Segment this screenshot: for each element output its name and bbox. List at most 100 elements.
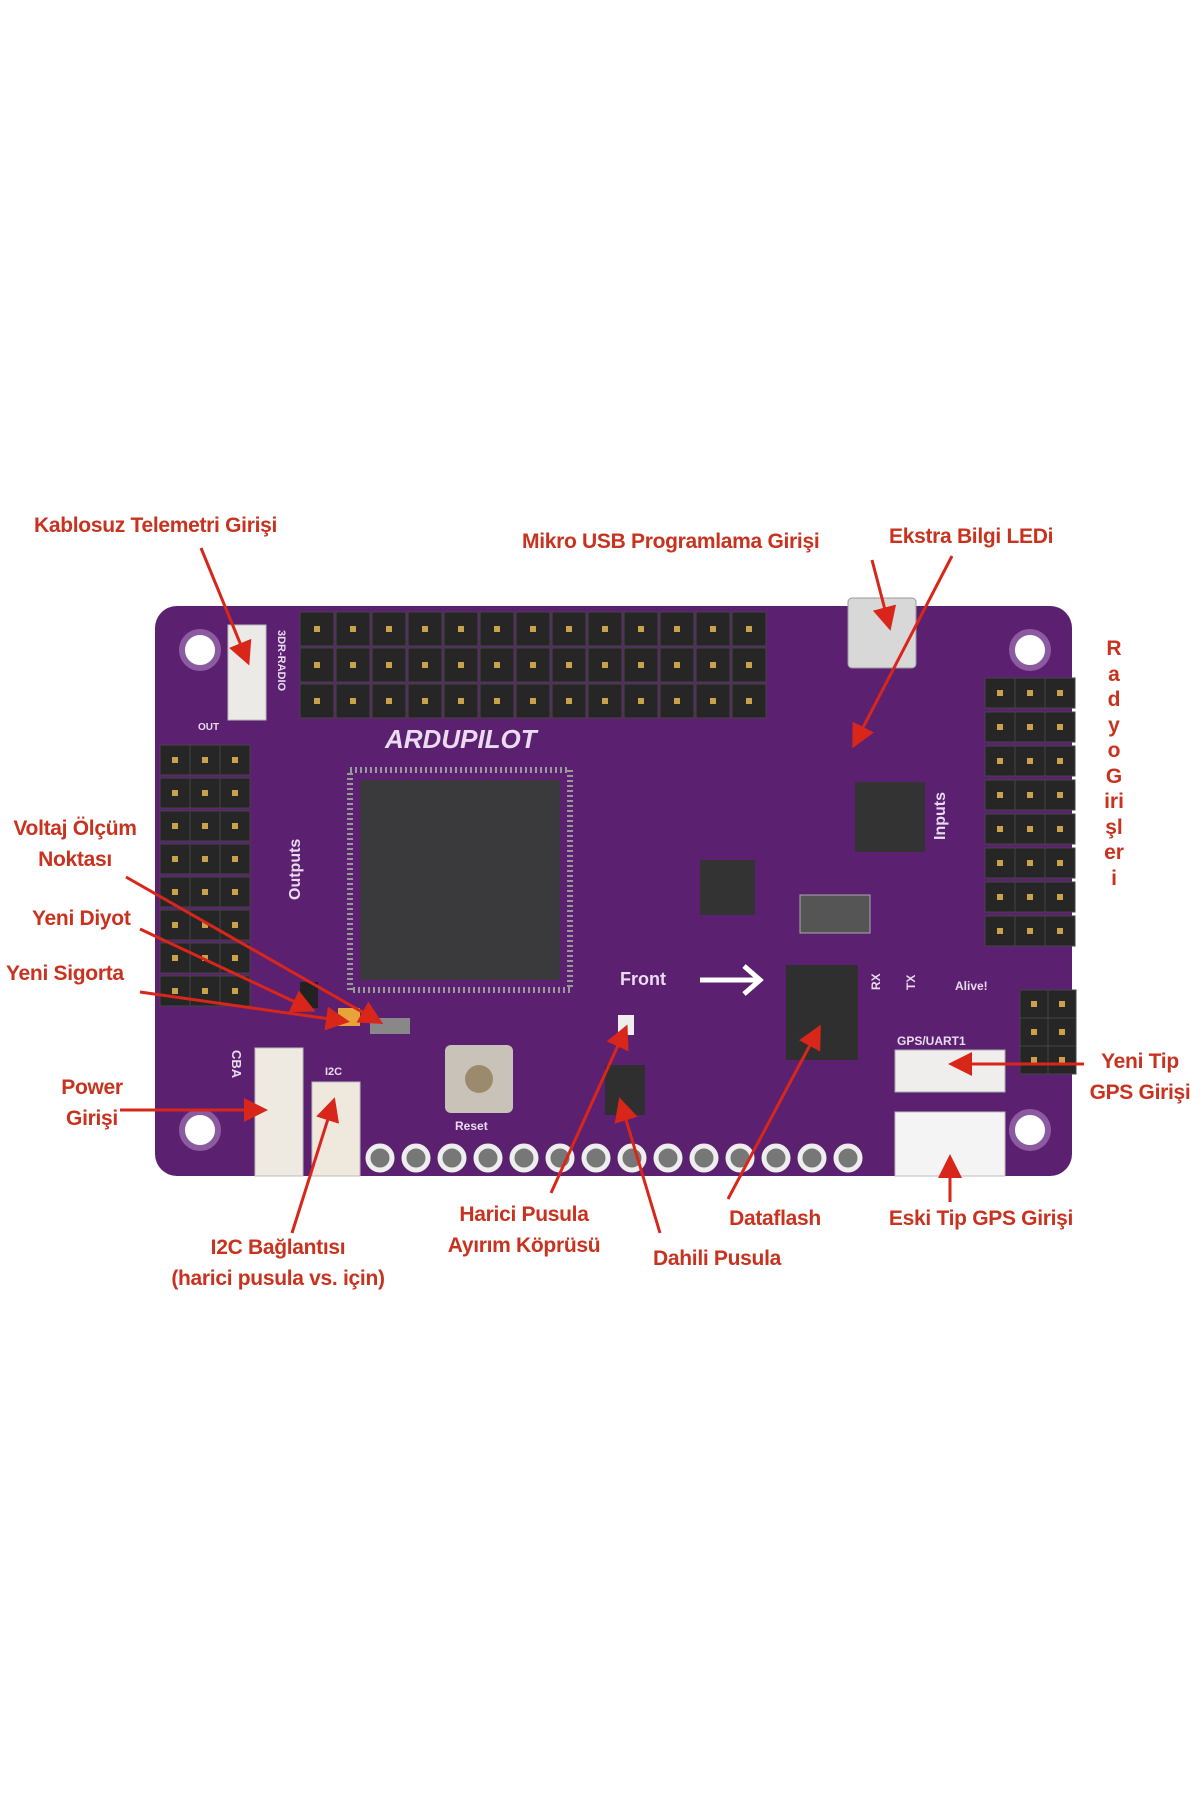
- pin-tip: [1059, 1029, 1065, 1035]
- pin-tip: [314, 662, 320, 668]
- solder-pad: [365, 1143, 395, 1173]
- label-diode: Yeni Diyot: [32, 907, 131, 930]
- arrow-usb: [870, 559, 897, 631]
- pin-tip: [997, 860, 1003, 866]
- pin-tip: [1027, 724, 1033, 730]
- label-old-gps: Eski Tip GPS Girişi: [888, 1207, 1074, 1230]
- pin-tip: [350, 626, 356, 632]
- arrow-ext-compass: [549, 1024, 629, 1194]
- pin-tip: [1027, 758, 1033, 764]
- pin-tip: [172, 823, 178, 829]
- header-pin: [515, 683, 551, 719]
- pin-tip: [386, 662, 392, 668]
- bottom-pads: [365, 1143, 863, 1173]
- pin-tip: [1057, 894, 1063, 900]
- pin-tip: [1031, 1029, 1037, 1035]
- arrow-telemetry: [199, 547, 252, 666]
- alive-silkscreen: Alive!: [955, 979, 988, 993]
- pin-tip: [232, 856, 238, 862]
- pin-tip: [172, 922, 178, 928]
- pin-tip: [1057, 758, 1063, 764]
- i2c-silkscreen: I2C: [325, 1066, 342, 1078]
- solder-pad: [401, 1143, 431, 1173]
- pin-tip: [566, 626, 572, 632]
- pin-tip: [202, 856, 208, 862]
- pin-tip: [638, 626, 644, 632]
- label-ext-compass-line2: Ayırım Köprüsü: [447, 1234, 601, 1257]
- label-new-gps: Yeni Tip GPS Girişi: [1090, 1046, 1191, 1108]
- pin-tip: [1057, 928, 1063, 934]
- logo-silkscreen: ARDUPILOT: [384, 724, 539, 754]
- pin-tip: [422, 662, 428, 668]
- label-power-line2: Girişi: [66, 1107, 118, 1130]
- pin-tip: [1027, 894, 1033, 900]
- arrow-i2c: [290, 1097, 340, 1234]
- label-led: Ekstra Bilgi LEDi: [889, 525, 1054, 548]
- solder-pad: [473, 1143, 503, 1173]
- pin-tip: [1059, 1001, 1065, 1007]
- front-arrow: [700, 964, 764, 996]
- label-ext-compass: Harici Pusula Ayırım Köprüsü: [448, 1199, 601, 1261]
- pin-tip: [232, 757, 238, 763]
- solder-pad: [833, 1143, 863, 1173]
- header-pin: [1044, 677, 1076, 709]
- pin-tip: [1057, 826, 1063, 832]
- header-pin: [1044, 745, 1076, 777]
- label-usb: Mikro USB Programlama Girişi: [522, 530, 820, 553]
- pin-tip: [172, 856, 178, 862]
- pin-tip: [314, 626, 320, 632]
- pin-tip: [422, 626, 428, 632]
- pin-tip: [1057, 690, 1063, 696]
- pin-tip: [602, 698, 608, 704]
- solder-pad: [509, 1143, 539, 1173]
- pin-tip: [997, 724, 1003, 730]
- pin-tip: [566, 662, 572, 668]
- pin-tip: [232, 823, 238, 829]
- new-gps-connector: [894, 1049, 1006, 1093]
- pin-tip: [997, 826, 1003, 832]
- pin-tip: [710, 698, 716, 704]
- rx-silkscreen: RX: [869, 973, 883, 990]
- pin-tip: [1027, 860, 1033, 866]
- arrow-led: [852, 555, 954, 749]
- solder-pad: [761, 1143, 791, 1173]
- pin-tip: [674, 662, 680, 668]
- main-mcu-chip: [360, 780, 560, 980]
- label-i2c-line1: I2C Bağlantısı: [210, 1236, 346, 1259]
- imu-chip: [700, 860, 755, 915]
- cba-silkscreen: CBA: [229, 1050, 244, 1079]
- pin-tip: [202, 889, 208, 895]
- label-voltage-line2: Noktası: [38, 848, 112, 871]
- pin-tip: [1027, 826, 1033, 832]
- telemetry-connector: [227, 624, 267, 721]
- pin-tip: [1031, 1001, 1037, 1007]
- pin-tip: [1027, 928, 1033, 934]
- pin-tip: [172, 955, 178, 961]
- gps-uart-silkscreen: GPS/UART1: [897, 1034, 966, 1048]
- pin-tip: [530, 626, 536, 632]
- solder-pad: [581, 1143, 611, 1173]
- header-pin: [189, 942, 221, 974]
- arrow-voltage: [125, 875, 384, 1024]
- front-silkscreen: Front: [620, 969, 666, 989]
- label-new-gps-line2: GPS Girişi: [1089, 1081, 1191, 1104]
- pin-tip: [602, 626, 608, 632]
- radio-input-header: [984, 677, 1076, 947]
- arrow-int-compass: [614, 1097, 662, 1234]
- label-power-line1: Power: [61, 1076, 123, 1099]
- arrow-dataflash: [726, 1024, 821, 1200]
- pin-tip: [232, 889, 238, 895]
- out-silkscreen: OUT: [198, 722, 219, 733]
- pin-tip: [746, 626, 752, 632]
- pin-tip: [232, 955, 238, 961]
- pin-tip: [997, 690, 1003, 696]
- pin-tip: [232, 988, 238, 994]
- pin-tip: [638, 662, 644, 668]
- pin-tip: [350, 662, 356, 668]
- pin-tip: [350, 698, 356, 704]
- jp-pin-header: [1019, 989, 1077, 1075]
- pin-tip: [386, 698, 392, 704]
- pin-tip: [1027, 792, 1033, 798]
